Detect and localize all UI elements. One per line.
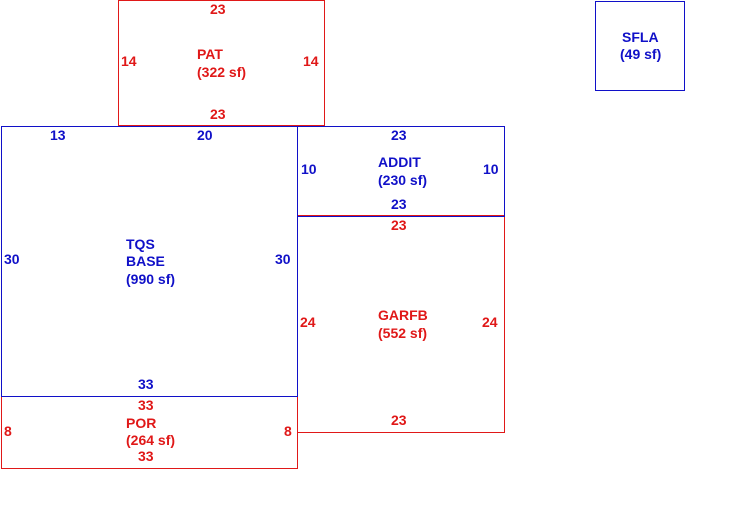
pat-right-dimension: 14 [303,53,319,69]
pat-area-label: (322 sf) [197,64,247,80]
sfla-outline [595,1,685,91]
pat-left-dimension: 14 [121,53,137,69]
base-right-dimension: 30 [275,251,291,267]
base-outline [1,126,298,397]
garfb-left-dimension: 24 [300,314,316,330]
por-bottom-dimension: 33 [138,448,154,464]
garfb-outline [297,215,505,433]
pat-outline [118,0,325,126]
base-code-label-line2: BASE [126,253,165,269]
por-code-label: POR [126,415,157,431]
pat-code-label: PAT [197,46,223,62]
garfb-top-dimension: 23 [391,217,407,233]
por-area-label: (264 sf) [126,432,176,448]
por-left-dimension: 8 [4,423,12,439]
garfb-bottom-dimension: 23 [391,412,407,428]
addit-top-dimension: 23 [391,127,407,143]
garfb-right-dimension: 24 [482,314,498,330]
addit-code-label: ADDIT [378,154,421,170]
sfla-code-label: SFLA [622,29,659,45]
base-left-dimension: 30 [4,251,20,267]
garfb-area-label: (552 sf) [378,325,428,341]
base-code-label-line1: TQS [126,236,155,252]
addit-right-dimension: 10 [483,161,499,177]
addit-area-label: (230 sf) [378,172,428,188]
por-right-dimension: 8 [284,423,292,439]
base-top-left-dimension: 13 [50,127,66,143]
base-bottom-dimension: 33 [138,376,154,392]
base-area-label: (990 sf) [126,271,176,287]
garfb-code-label: GARFB [378,307,428,323]
pat-top-dimension: 23 [210,1,226,17]
base-top-right-dimension: 20 [197,127,213,143]
por-top-dimension: 33 [138,397,154,413]
addit-left-dimension: 10 [301,161,317,177]
pat-bottom-dimension: 23 [210,106,226,122]
sfla-area-label: (49 sf) [620,46,662,62]
addit-bottom-dimension: 23 [391,196,407,212]
